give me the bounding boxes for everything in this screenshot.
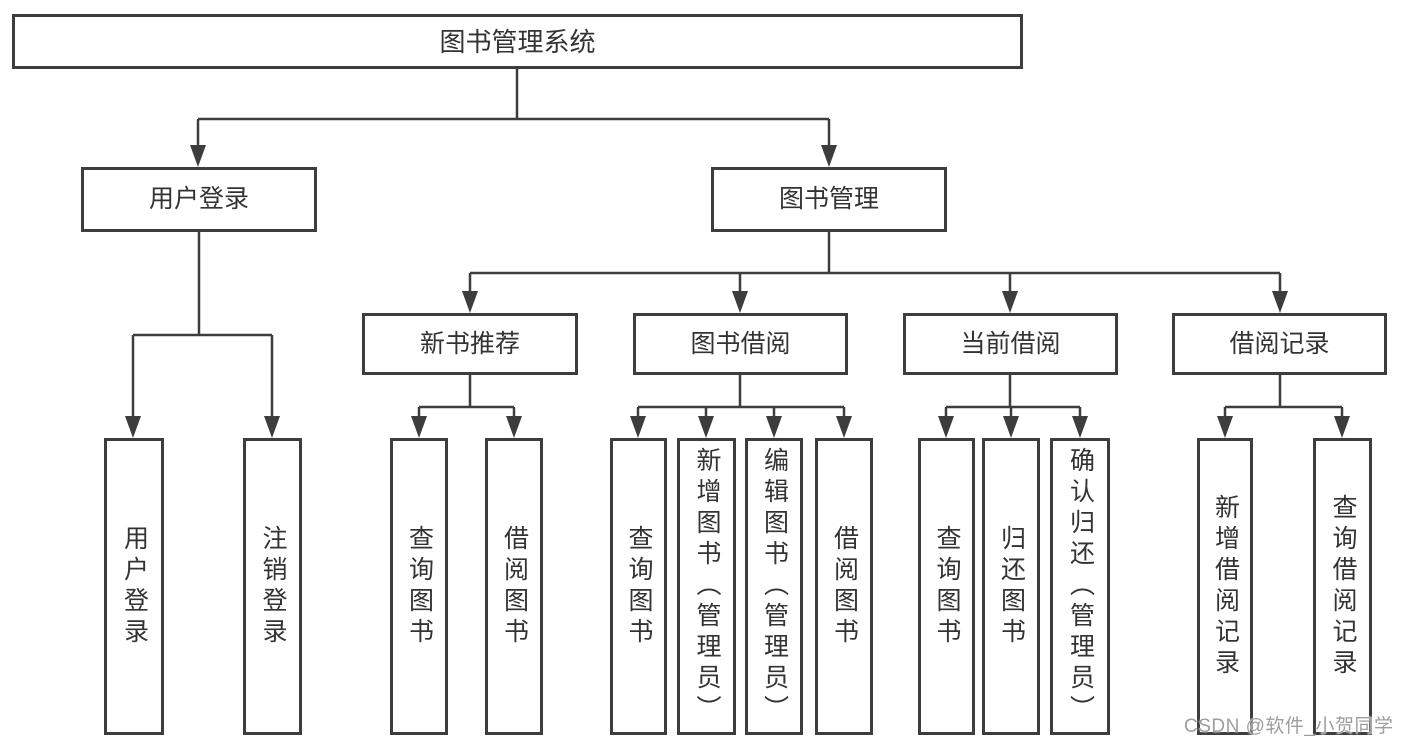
node-label: 借阅图书 [830,524,859,649]
arrow-down-icon [462,291,478,313]
arrow-down-icon [1003,416,1019,438]
node-leaf-edit-books-admin: 编辑图书（管理员） [745,438,803,735]
arrow-down-icon [125,416,141,438]
node-book-borrowing: 图书借阅 [633,313,848,375]
arrow-down-icon [264,416,280,438]
node-leaf-add-borrow-record: 新增借阅记录 [1197,438,1253,735]
arrow-down-icon [506,416,522,438]
node-leaf-query-books-current: 查询图书 [918,438,975,735]
node-label: 查询借阅记录 [1329,493,1357,680]
arrow-down-icon [766,416,782,438]
node-leaf-add-books-admin: 新增图书（管理员） [677,438,736,735]
node-label: 新增借阅记录 [1211,493,1240,680]
arrowheads [125,145,1350,438]
node-leaf-confirm-return-admin: 确认归还（管理员） [1050,438,1110,735]
node-leaf-query-books-borrowing: 查询图书 [610,438,667,735]
edge-bookmgmt-to-level2 [468,232,1282,292]
node-label: 查询图书 [625,524,653,649]
node-label: 图书管理系统 [439,26,596,57]
node-label: 新书推荐 [419,329,520,358]
node-label: 新增图书（管理员） [693,447,721,726]
node-label: 借阅记录 [1229,329,1330,358]
arrow-down-icon [411,416,427,438]
node-label: 查询图书 [405,524,434,649]
node-label: 借阅图书 [500,524,529,649]
node-leaf-query-books-recommend: 查询图书 [390,438,448,735]
arrow-down-icon [698,416,714,438]
node-library-management-system: 图书管理系统 [12,14,1023,69]
node-borrowing-records: 借阅记录 [1172,313,1387,375]
arrow-down-icon [190,145,206,167]
node-new-book-recommend: 新书推荐 [362,313,578,375]
node-label: 确认归还（管理员） [1066,447,1095,726]
node-label: 图书管理 [778,185,879,213]
edge-current-to-leaves [944,375,1082,417]
node-label: 用户登录 [120,524,149,649]
edge-records-to-leaves [1223,375,1344,417]
node-current-borrowing: 当前借阅 [903,313,1118,375]
node-label: 归还图书 [997,524,1026,649]
node-leaf-borrow-books-recommend: 借阅图书 [485,438,543,735]
edge-root-to-level1 [196,69,831,146]
node-leaf-borrow-books: 借阅图书 [815,438,873,735]
arrow-down-icon [1217,416,1233,438]
arrow-down-icon [1002,291,1018,313]
arrow-down-icon [1334,416,1350,438]
edge-userlogin-to-leaves [131,232,274,417]
node-leaf-return-books: 归还图书 [982,438,1040,735]
arrow-down-icon [836,416,852,438]
node-label: 编辑图书（管理员） [760,447,789,726]
node-label: 图书借阅 [690,329,791,358]
node-leaf-user-login: 用户登录 [104,438,164,735]
edge-borrowing-to-leaves [636,375,846,417]
arrow-down-icon [630,416,646,438]
edge-newbooks-to-leaves [417,375,516,417]
node-label: 注销登录 [259,524,287,649]
node-book-management: 图书管理 [711,167,947,232]
node-leaf-logout: 注销登录 [243,438,302,735]
node-user-login: 用户登录 [81,167,317,232]
node-label: 当前借阅 [960,329,1061,358]
arrow-down-icon [1072,416,1088,438]
arrow-down-icon [938,416,954,438]
node-label: 用户登录 [148,185,249,213]
arrow-down-icon [732,291,748,313]
arrow-down-icon [821,145,837,167]
arrow-down-icon [1272,291,1288,313]
node-label: 查询图书 [933,524,961,649]
watermark: CSDN @软件_小贺同学 [1184,716,1394,737]
node-leaf-query-borrow-record: 查询借阅记录 [1313,438,1372,735]
